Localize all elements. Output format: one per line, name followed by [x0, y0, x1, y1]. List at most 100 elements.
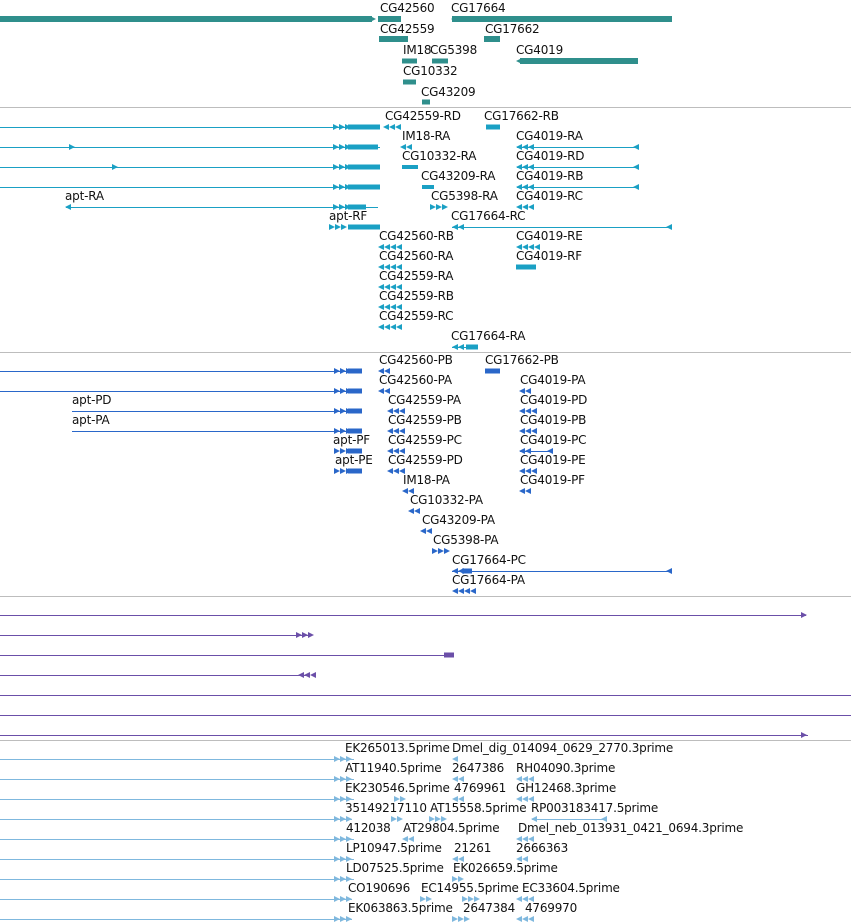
est-label[interactable]: RH04090.3prime [516, 761, 616, 775]
transcript-label[interactable]: CG42560-PB [379, 353, 453, 367]
transcript-label[interactable]: apt-PE [335, 453, 373, 467]
gene-label[interactable]: CG42559 [380, 22, 435, 36]
transcript-label[interactable]: CG17664-PC [452, 553, 526, 567]
est-label[interactable]: 35149217110 [345, 801, 427, 815]
est-label[interactable]: EK026659.5prime [453, 861, 558, 875]
gene-label[interactable]: CG5398 [430, 43, 478, 57]
transcript-label[interactable]: CG42559-PC [388, 433, 462, 447]
exon[interactable] [348, 468, 362, 474]
transcript-label[interactable]: apt-PF [333, 433, 370, 447]
est-label[interactable]: LD07525.5prime [346, 861, 444, 875]
est-label[interactable]: Dmel_neb_013931_0421_0694.3prime [518, 821, 744, 835]
transcript-label[interactable]: CG10332-PA [410, 493, 483, 507]
transcript-label[interactable]: CG4019-PA [520, 373, 586, 387]
exon[interactable] [348, 224, 380, 230]
transcript-label[interactable]: CG4019-RA [516, 129, 583, 143]
gene-label[interactable]: CG17662 [485, 22, 540, 36]
transcript-label[interactable]: IM18-RA [402, 129, 451, 143]
transcript-label[interactable]: CG42559-PA [388, 393, 461, 407]
exon[interactable] [348, 448, 362, 454]
est-label[interactable]: EK230546.5prime [345, 781, 450, 795]
gene-label[interactable]: CG43209 [421, 85, 476, 99]
exon[interactable] [348, 184, 380, 190]
est-label[interactable]: 2666363 [516, 841, 569, 855]
transcript-label[interactable]: CG42559-RB [379, 289, 454, 303]
gene-feature[interactable] [378, 16, 401, 22]
gene-feature[interactable] [0, 16, 372, 22]
exon[interactable] [348, 124, 380, 130]
gene-feature[interactable] [402, 58, 417, 64]
gene-feature[interactable] [452, 16, 672, 22]
exon[interactable] [348, 428, 362, 434]
transcript-label[interactable]: CG4019-RC [516, 189, 583, 203]
gene-feature[interactable] [484, 36, 500, 42]
gene-label[interactable]: CG10332 [403, 64, 458, 78]
est-label[interactable]: EK265013.5prime [345, 741, 450, 755]
transcript-label[interactable]: CG4019-PB [520, 413, 587, 427]
transcript-label[interactable]: CG4019-RD [516, 149, 585, 163]
est-label[interactable]: 4769961 [454, 781, 507, 795]
est-label[interactable]: Dmel_dig_014094_0629_2770.3prime [452, 741, 674, 755]
transcript-label[interactable]: CG17664-RC [451, 209, 526, 223]
est-label[interactable]: 2647384 [463, 901, 516, 915]
transcript-label[interactable]: IM18-PA [403, 473, 450, 487]
transcript-label[interactable]: CG4019-PE [520, 453, 586, 467]
exon[interactable] [422, 185, 434, 189]
transcript-label[interactable]: CG42559-RD [385, 109, 461, 123]
transcript-label[interactable]: CG4019-RF [516, 249, 582, 263]
transcript-label[interactable]: CG17664-RA [451, 329, 526, 343]
transcript-label[interactable]: apt-PA [72, 413, 110, 427]
transcript-label[interactable]: apt-PD [72, 393, 112, 407]
exon[interactable] [444, 652, 454, 658]
exon[interactable] [516, 264, 536, 270]
transcript-label[interactable]: CG43209-PA [422, 513, 495, 527]
est-label[interactable]: CO190696 [348, 881, 411, 895]
exon[interactable] [348, 204, 366, 210]
transcript-label[interactable]: CG17664-PA [452, 573, 525, 587]
gene-label[interactable]: CG42560 [380, 1, 435, 15]
transcript-label[interactable]: CG43209-RA [421, 169, 496, 183]
gene-feature[interactable] [520, 58, 638, 64]
transcript-label[interactable]: CG42559-RA [379, 269, 454, 283]
transcript-label[interactable]: CG42560-PA [379, 373, 452, 387]
gene-feature[interactable] [403, 79, 416, 85]
exon[interactable] [348, 164, 380, 170]
exon[interactable] [466, 344, 478, 350]
gene-label[interactable]: IM18 [403, 43, 432, 57]
transcript-label[interactable]: CG4019-PD [520, 393, 588, 407]
est-label[interactable]: AT11940.5prime [345, 761, 442, 775]
est-label[interactable]: LP10947.5prime [346, 841, 442, 855]
exon[interactable] [485, 368, 500, 374]
exon[interactable] [462, 568, 472, 574]
transcript-label[interactable]: CG4019-PC [520, 433, 587, 447]
transcript-label[interactable]: CG4019-PF [520, 473, 585, 487]
gene-label[interactable]: CG4019 [516, 43, 564, 57]
est-label[interactable]: GH12468.3prime [516, 781, 617, 795]
transcript-label[interactable]: CG5398-RA [431, 189, 498, 203]
transcript-label[interactable]: CG17662-RB [484, 109, 559, 123]
est-label[interactable]: 412038 [346, 821, 391, 835]
exon[interactable] [348, 408, 362, 414]
est-label[interactable]: EC14955.5prime [421, 881, 519, 895]
est-label[interactable]: EC33604.5prime [522, 881, 620, 895]
exon[interactable] [348, 368, 362, 374]
est-label[interactable]: 2647386 [452, 761, 505, 775]
transcript-label[interactable]: CG4019-RB [516, 169, 584, 183]
exon[interactable] [402, 165, 418, 169]
gene-feature[interactable] [432, 58, 448, 64]
gene-feature[interactable] [422, 99, 430, 105]
transcript-label[interactable]: CG17662-PB [485, 353, 559, 367]
transcript-label[interactable]: CG42559-PB [388, 413, 462, 427]
transcript-label[interactable]: apt-RA [65, 189, 104, 203]
transcript-label[interactable]: CG42560-RB [379, 229, 454, 243]
est-label[interactable]: EK063863.5prime [348, 901, 453, 915]
gene-feature[interactable] [379, 36, 408, 42]
transcript-label[interactable]: CG42559-RC [379, 309, 454, 323]
est-label[interactable]: 21261 [454, 841, 492, 855]
exon[interactable] [348, 144, 378, 150]
transcript-label[interactable]: CG42560-RA [379, 249, 454, 263]
exon[interactable] [348, 388, 362, 394]
transcript-label[interactable]: CG42559-PD [388, 453, 463, 467]
transcript-label[interactable]: apt-RF [329, 209, 368, 223]
est-label[interactable]: AT15558.5prime [430, 801, 527, 815]
